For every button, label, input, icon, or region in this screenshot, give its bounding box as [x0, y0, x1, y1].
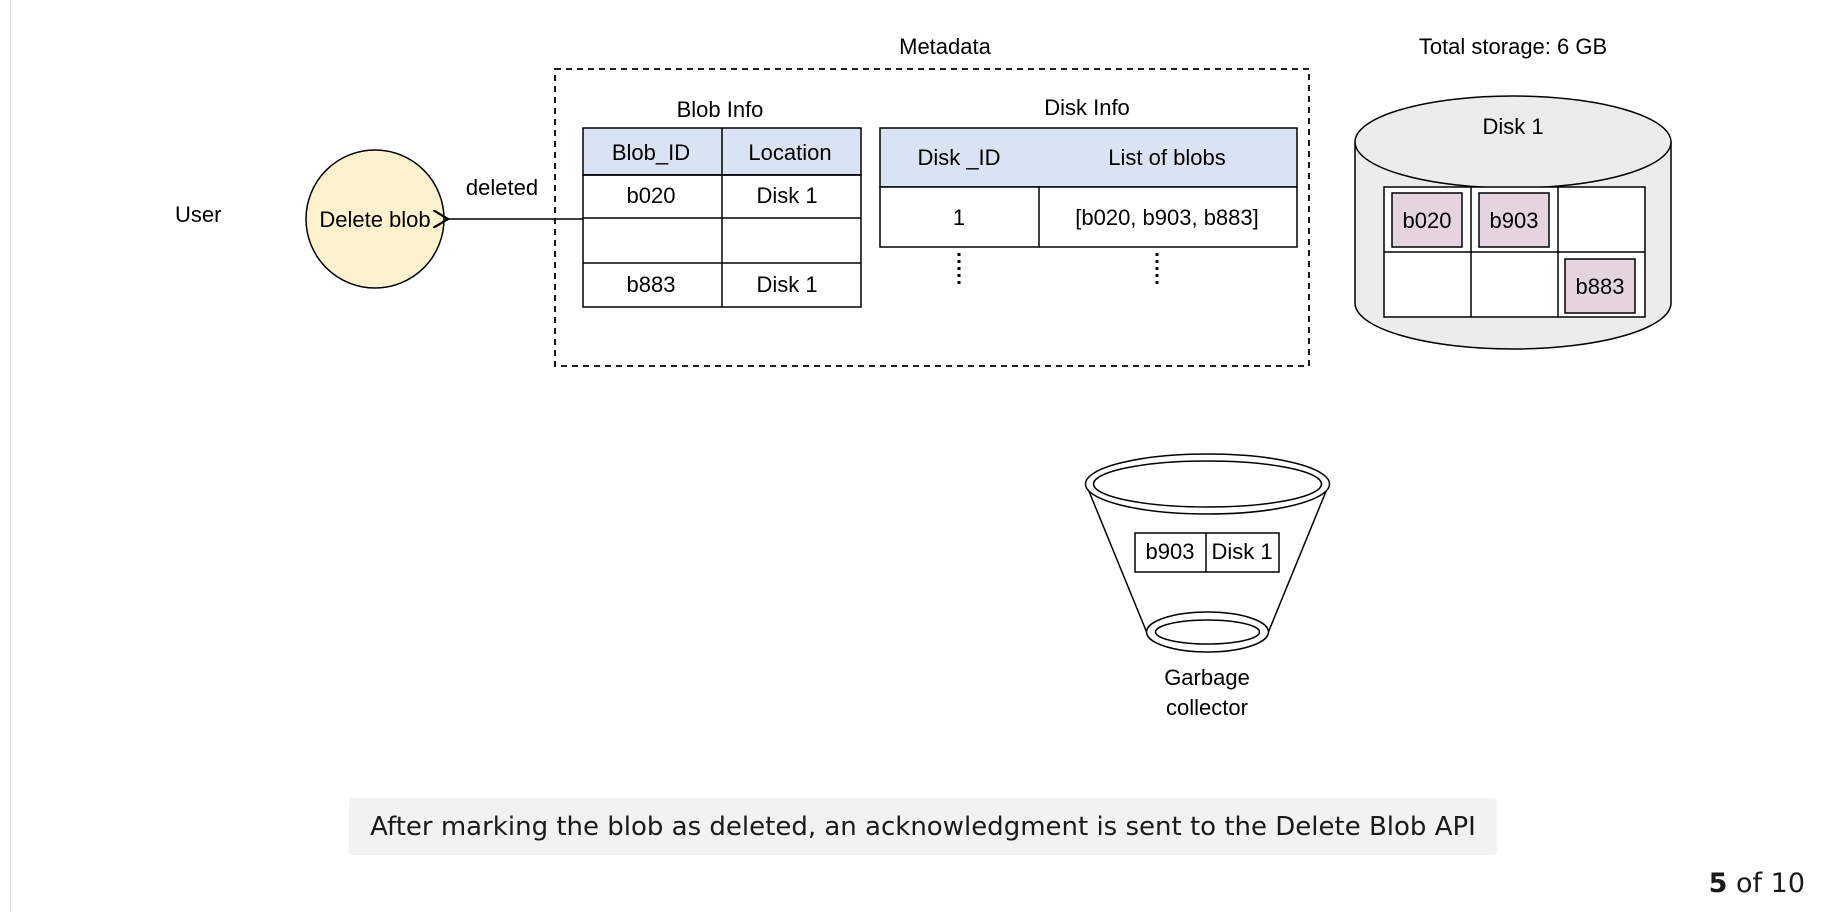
- gc-entry-blob: b903: [1146, 539, 1195, 564]
- garbage-collector-bin: b903 Disk 1 Garbage collector: [1084, 453, 1331, 720]
- blob-cell: [1478, 192, 1550, 248]
- slide-caption: After marking the blob as deleted, an ac…: [349, 798, 1497, 855]
- blob-cell: [1391, 192, 1463, 248]
- metadata-label: Metadata: [899, 34, 991, 59]
- slide-pager: 5 of 10: [1709, 868, 1805, 899]
- disk-info-cell: [b020, b903, b883]: [1075, 205, 1259, 230]
- delete-blob-label: Delete blob: [319, 207, 430, 232]
- disk-info-title: Disk Info: [1044, 95, 1130, 120]
- blob-info-header-location: Location: [748, 140, 831, 165]
- gc-entry: [1134, 532, 1280, 573]
- disk-info-cell: 1: [953, 205, 965, 230]
- disk-cylinder: Disk 1 b020 b903 b883: [1354, 95, 1672, 350]
- blob-cell-label: b020: [1403, 208, 1452, 233]
- caption-text: After marking the blob as deleted, an ac…: [370, 811, 1476, 842]
- blob-info-table: Blob_ID Location b020 Disk 1 b883 Disk 1: [582, 127, 862, 308]
- blob-info-cell: Disk 1: [756, 272, 817, 297]
- user-label: User: [175, 202, 221, 227]
- disk-info-header-blobs: List of blobs: [1108, 145, 1225, 170]
- disk-info-table: Disk _ID List of blobs 1 [b020, b903, b8…: [879, 127, 1298, 287]
- deleted-arrow-label: deleted: [466, 175, 538, 200]
- blob-cell-label: b903: [1490, 208, 1539, 233]
- blob-cell: [1564, 258, 1636, 314]
- slide-border: [10, 0, 11, 912]
- blob-info-header-id: Blob_ID: [612, 140, 690, 165]
- gc-label: Garbage: [1164, 665, 1250, 690]
- disk-info-header-id: Disk _ID: [917, 145, 1000, 170]
- gc-entry-location: Disk 1: [1211, 539, 1272, 564]
- total-storage-label: Total storage: 6 GB: [1419, 34, 1607, 59]
- disk-label: Disk 1: [1482, 114, 1543, 139]
- blob-info-cell: Disk 1: [756, 183, 817, 208]
- gc-label: collector: [1166, 695, 1248, 720]
- pager-total: of 10: [1736, 868, 1805, 899]
- metadata-container: [554, 68, 1310, 367]
- blob-info-title: Blob Info: [677, 97, 764, 122]
- blob-info-cell: b883: [627, 272, 676, 297]
- blob-info-cell: b020: [627, 183, 676, 208]
- blob-deletion-diagram: User Delete blob deleted Metadata Blob I…: [175, 34, 1672, 720]
- blob-cell-label: b883: [1576, 274, 1625, 299]
- pager-current: 5: [1708, 868, 1728, 899]
